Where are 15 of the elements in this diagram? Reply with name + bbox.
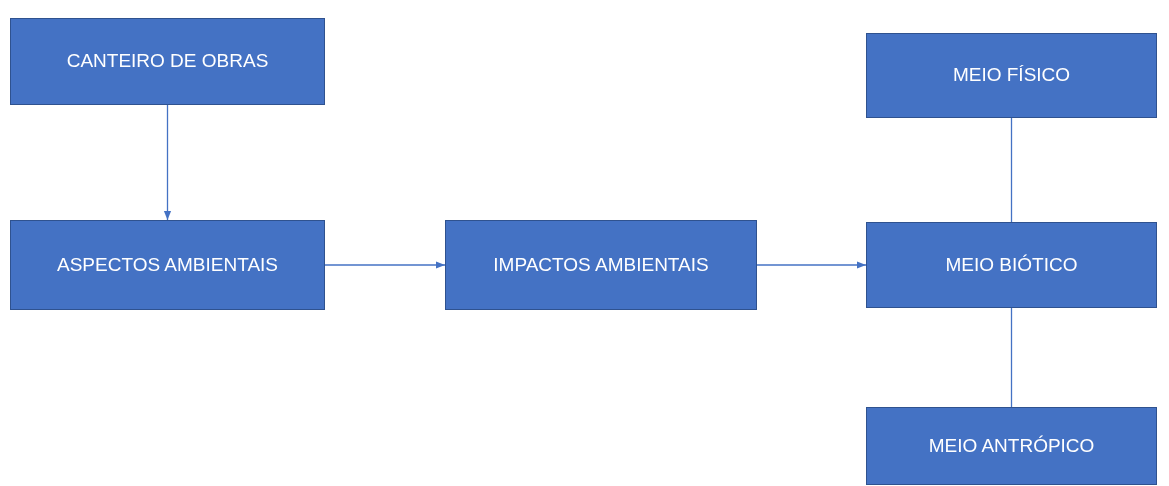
process-box <box>10 220 325 310</box>
arrow <box>163 104 172 221</box>
process-box <box>866 222 1157 308</box>
box-label: CANTEIRO DE OBRAS <box>66 49 269 74</box>
arrow <box>756 261 867 269</box>
box-label: ASPECTOS AMBIENTAIS <box>57 252 278 277</box>
box-label: MEIO FÍSICO <box>952 63 1071 88</box>
process-box <box>10 18 325 105</box>
box-label: MEIO BIÓTICO <box>945 252 1078 277</box>
process-box <box>866 33 1157 118</box>
box-label: MEIO ANTRÓPICO <box>928 433 1095 458</box>
box-label: IMPACTOS AMBIENTAIS <box>493 252 709 277</box>
arrow <box>324 261 446 269</box>
process-box <box>445 220 757 310</box>
process-box <box>866 407 1157 485</box>
